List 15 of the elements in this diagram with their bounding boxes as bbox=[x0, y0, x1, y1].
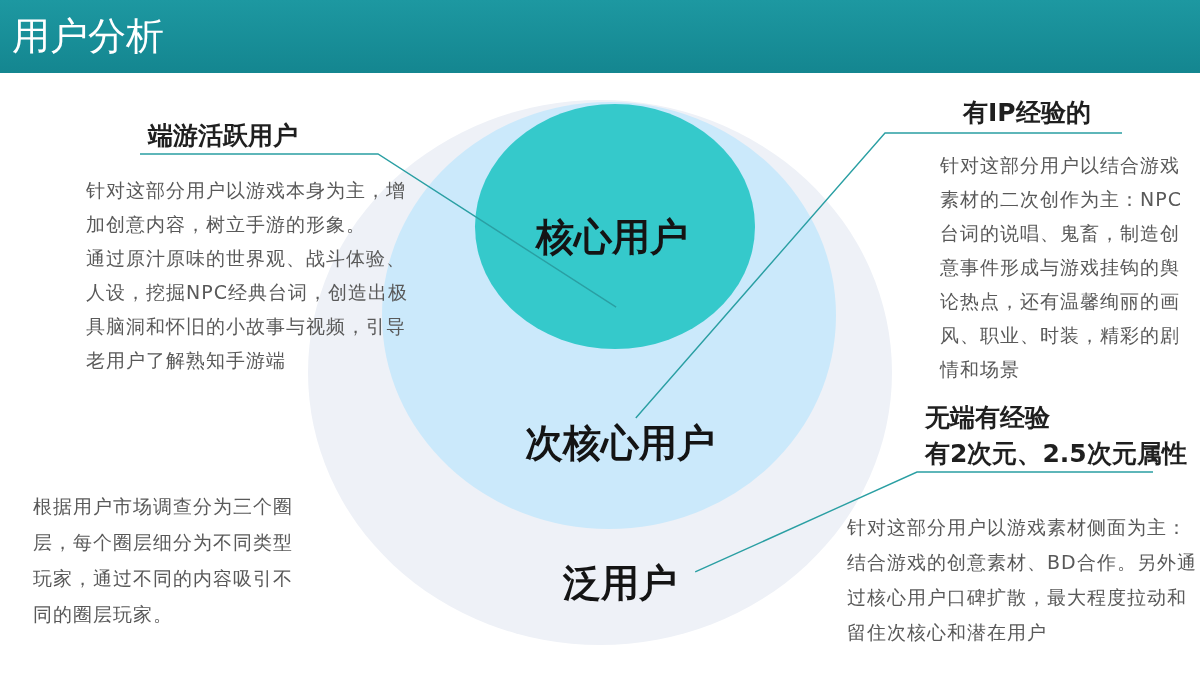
callout-heading: 无端有经验 有2次元、2.5次元属性 bbox=[917, 400, 1195, 472]
circle-label: 泛用户 bbox=[563, 562, 677, 604]
leader-line bbox=[635, 132, 1123, 419]
callout-description: 通过原汁原味的世界观、战斗体验、人设，挖掘NPC经典台词，创造出极具脑洞和怀旧的小故事与视频，引导老用户了解熟知手游端 bbox=[86, 246, 409, 373]
callout-description: 针对这部分用户以结合游戏素材的二次创作为主：NPC台词的说唱、鬼畜，制造创意事件形成与游戏挂钩的舆论热点，还有温馨绚丽的画风、职业、时装，精彩的剧情和场景 bbox=[940, 153, 1183, 382]
callout-description: 针对这部分用户以游戏本身为主，增加创意内容，树立手游的形象。 bbox=[86, 178, 407, 237]
leader-line bbox=[694, 471, 1154, 573]
leader-line bbox=[139, 153, 617, 308]
circle-label: 核心用户 bbox=[536, 216, 688, 258]
callout-description: 针对这部分用户以游戏素材侧面为主：结合游戏的创意素材、BD合作。另外通过核心用户口碑扩散，最大程度拉动和留住次核心和潜在用户 bbox=[847, 515, 1197, 645]
page-title: 用户分析 bbox=[12, 13, 164, 59]
note-text: 根据用户市场调查分为三个圈层，每个圈层细分为不同类型玩家，通过不同的内容吸引不同的圈层玩家。 bbox=[33, 494, 294, 627]
circle-label: 次核心用户 bbox=[525, 422, 715, 464]
callout-heading: 有IP经验的 bbox=[885, 92, 1122, 133]
callout-heading: 端游活跃用户 bbox=[140, 118, 378, 154]
